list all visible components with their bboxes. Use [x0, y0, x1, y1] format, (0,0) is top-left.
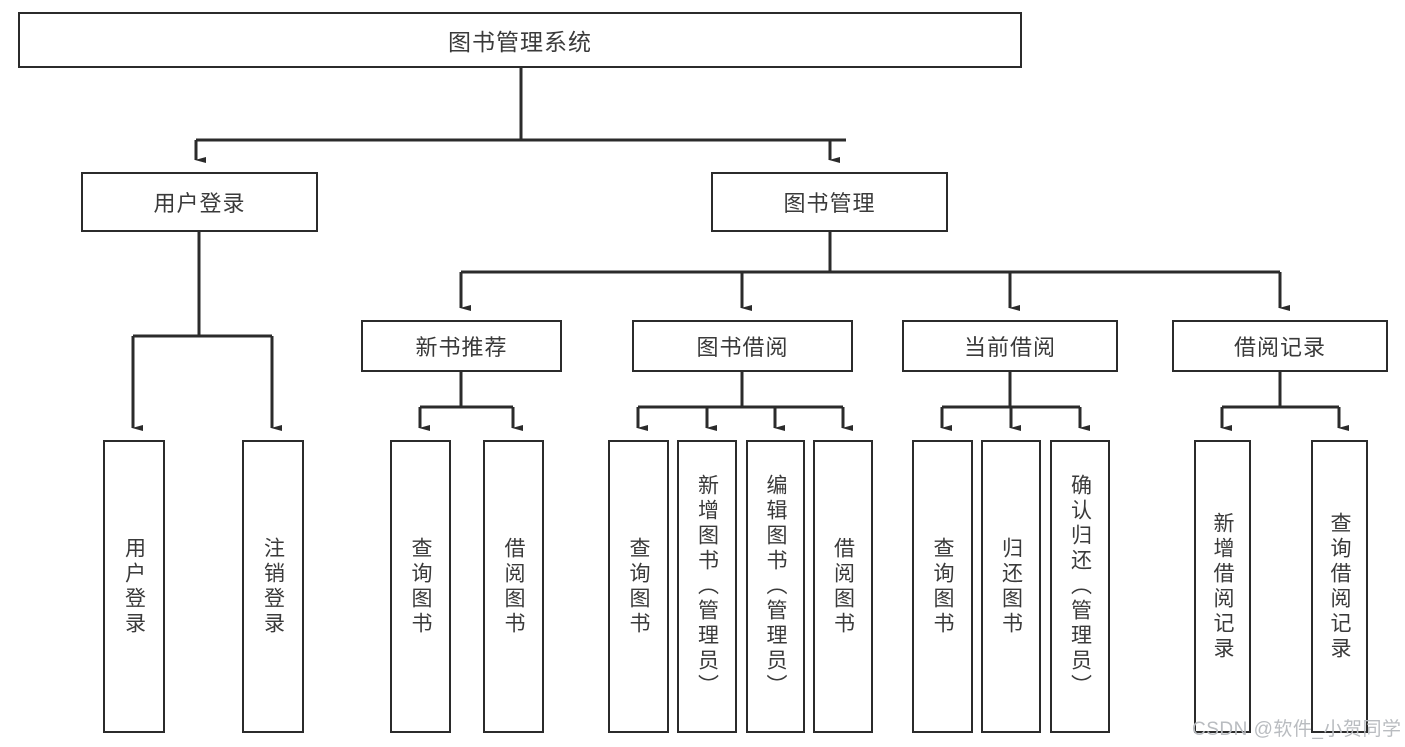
node-borrow-record-label: 借阅记录 — [1233, 335, 1326, 360]
node-leaf-user-login[interactable]: 用户登录 — [103, 440, 165, 733]
node-book-borrow[interactable]: 图书借阅 — [632, 320, 853, 372]
node-leaf-add-record[interactable]: 新增借阅记录 — [1194, 440, 1251, 733]
node-book-manage[interactable]: 图书管理 — [711, 172, 948, 232]
node-user-login[interactable]: 用户登录 — [81, 172, 318, 232]
node-leaf-query-book-1-label: 查询图书 — [409, 536, 432, 637]
node-leaf-query-book-2-label: 查询图书 — [627, 536, 650, 637]
node-book-manage-label: 图书管理 — [783, 191, 876, 216]
node-root-label: 图书管理系统 — [448, 29, 592, 55]
node-leaf-add-book-label: 新增图书（管理员） — [695, 474, 719, 699]
node-leaf-return-book-label: 归还图书 — [999, 536, 1023, 637]
node-leaf-borrow-book-1[interactable]: 借阅图书 — [483, 440, 544, 733]
node-leaf-borrow-book-2[interactable]: 借阅图书 — [813, 440, 873, 733]
node-leaf-borrow-book-2-label: 借阅图书 — [831, 536, 855, 637]
node-borrow-record[interactable]: 借阅记录 — [1172, 320, 1388, 372]
node-leaf-borrow-book-1-label: 借阅图书 — [502, 536, 525, 637]
node-leaf-user-login-label: 用户登录 — [122, 536, 146, 637]
node-leaf-confirm-return[interactable]: 确认归还（管理员） — [1050, 440, 1110, 733]
csdn-watermark: CSDN @软件_小贺同学 — [1192, 719, 1402, 740]
node-current-borrow-label: 当前借阅 — [963, 335, 1056, 360]
node-leaf-user-logout-label: 注销登录 — [261, 536, 285, 637]
node-leaf-query-book-1[interactable]: 查询图书 — [390, 440, 451, 733]
node-book-borrow-label: 图书借阅 — [696, 335, 789, 360]
node-leaf-query-record[interactable]: 查询借阅记录 — [1311, 440, 1368, 733]
node-leaf-query-book-3-label: 查询图书 — [931, 536, 954, 637]
node-leaf-edit-book[interactable]: 编辑图书（管理员） — [746, 440, 805, 733]
node-leaf-query-record-label: 查询借阅记录 — [1328, 511, 1351, 662]
node-leaf-user-logout[interactable]: 注销登录 — [242, 440, 304, 733]
node-leaf-query-book-3[interactable]: 查询图书 — [912, 440, 973, 733]
node-leaf-add-record-label: 新增借阅记录 — [1211, 511, 1234, 662]
node-root[interactable]: 图书管理系统 — [18, 12, 1022, 68]
node-current-borrow[interactable]: 当前借阅 — [902, 320, 1118, 372]
node-leaf-edit-book-label: 编辑图书（管理员） — [764, 474, 787, 699]
node-leaf-query-book-2[interactable]: 查询图书 — [608, 440, 669, 733]
node-leaf-confirm-return-label: 确认归还（管理员） — [1068, 474, 1092, 699]
node-new-book-rec-label: 新书推荐 — [415, 335, 508, 360]
node-new-book-rec[interactable]: 新书推荐 — [361, 320, 562, 372]
node-user-login-label: 用户登录 — [153, 191, 246, 216]
node-leaf-add-book[interactable]: 新增图书（管理员） — [677, 440, 737, 733]
node-leaf-return-book[interactable]: 归还图书 — [981, 440, 1041, 733]
